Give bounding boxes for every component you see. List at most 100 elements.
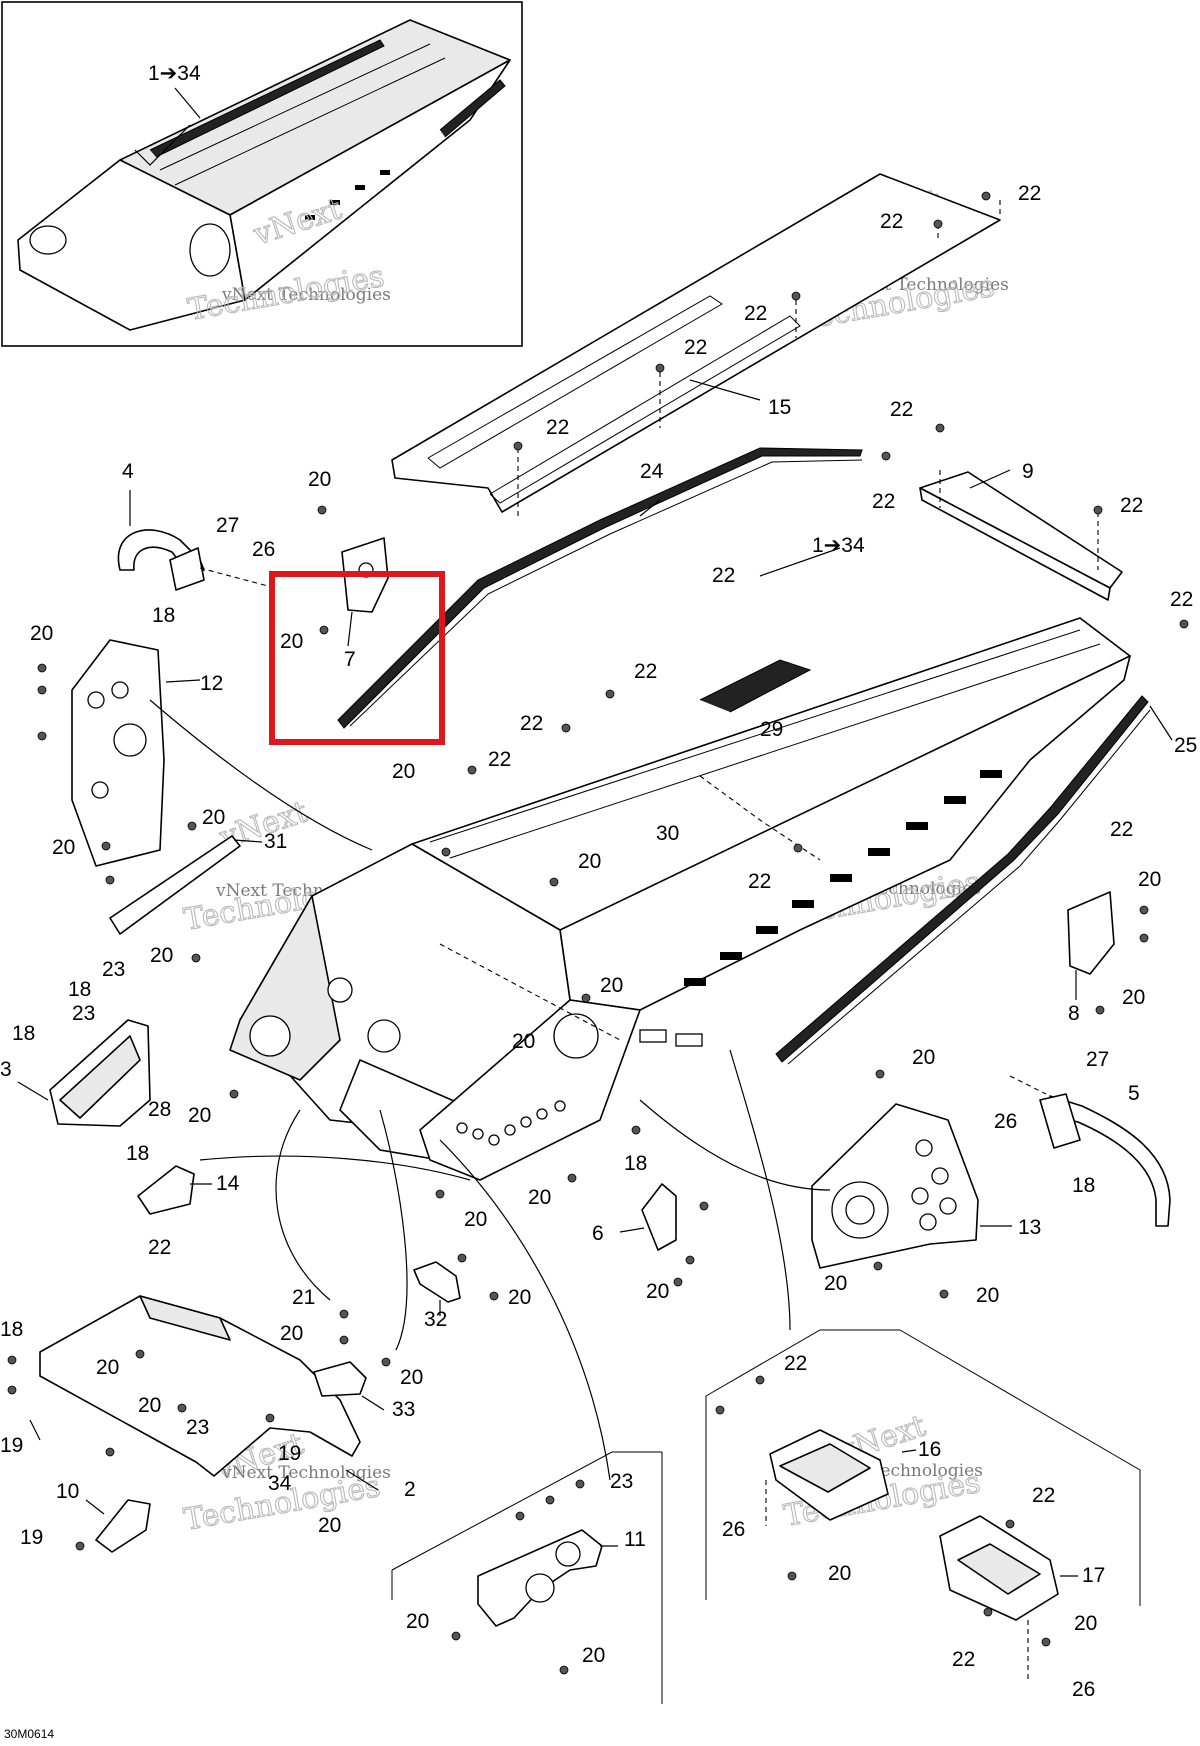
callout-c-22-g: 22 [872, 490, 895, 513]
callout-c-20-f: 20 [52, 836, 75, 859]
part-8-bracket [1067, 891, 1115, 1000]
callout-c-22-r: 22 [1032, 1484, 1055, 1507]
callout-c-20-d: 20 [392, 760, 415, 783]
part-2-lower-bumper [29, 1295, 379, 1491]
assembly-leader-lines [149, 699, 831, 1481]
callout-c-20-g: 20 [578, 850, 601, 873]
part-7-bracket [341, 537, 389, 647]
callout-c-22-c: 22 [744, 302, 767, 325]
callout-c-26-b: 26 [994, 1110, 1017, 1133]
callout-c-20-e: 20 [202, 806, 225, 829]
callout-c-22-i: 22 [712, 564, 735, 587]
callout-c-18-f: 18 [1072, 1174, 1095, 1197]
part-4-handle [117, 490, 269, 591]
callout-c-20-i: 20 [150, 944, 173, 967]
callout-c-20-y: 20 [318, 1514, 341, 1537]
callout-c-27-a: 27 [216, 514, 239, 537]
callout-c-20-v: 20 [96, 1356, 119, 1379]
callout-c-20-w: 20 [400, 1366, 423, 1389]
part-25-rail [775, 695, 1173, 1065]
part-15-cover-plate [391, 173, 1001, 516]
callout-c-22-m: 22 [488, 748, 511, 771]
callout-c-22-b: 22 [880, 210, 903, 233]
callout-c-23-a: 23 [102, 958, 125, 981]
callout-c-19-a: 19 [0, 1434, 23, 1457]
callout-c-15: 15 [768, 396, 791, 419]
callout-c-10: 10 [56, 1480, 79, 1503]
callout-c-20-k: 20 [1122, 986, 1145, 1009]
callout-c-26-c: 26 [722, 1518, 745, 1541]
callout-c-8: 8 [1068, 1002, 1080, 1025]
callout-c-20-z: 20 [828, 1562, 851, 1585]
callout-c-20-l: 20 [512, 1030, 535, 1053]
part-9-plate [919, 469, 1123, 601]
callout-c-3: 3 [0, 1058, 12, 1081]
callout-c-19-c: 19 [20, 1526, 43, 1549]
callout-c-1-34-top: 1➔34 [148, 62, 201, 85]
callout-c-18-e: 18 [624, 1152, 647, 1175]
callout-c-20-m: 20 [912, 1046, 935, 1069]
callout-c-31: 31 [264, 830, 287, 853]
callout-c-26-a: 26 [252, 538, 275, 561]
callout-c-20-x: 20 [138, 1394, 161, 1417]
callout-c-22-p: 22 [148, 1236, 171, 1259]
part-24-rail [337, 447, 863, 729]
callout-c-12: 12 [200, 672, 223, 695]
figure-reference: 30M0614 [4, 1727, 54, 1741]
callout-c-2: 2 [404, 1478, 416, 1501]
callout-c-28: 28 [148, 1098, 171, 1121]
callout-c-18-b: 18 [68, 978, 91, 1001]
callout-c-18-d: 18 [126, 1142, 149, 1165]
callout-c-22-q: 22 [784, 1352, 807, 1375]
part-31-bracket [109, 835, 263, 935]
callout-c-16: 16 [918, 1438, 941, 1461]
callout-c-26-d: 26 [1072, 1678, 1095, 1701]
callout-c-13: 13 [1018, 1216, 1041, 1239]
callout-c-20-b: 20 [280, 630, 303, 653]
callout-c-11: 11 [624, 1528, 646, 1551]
callout-c-25: 25 [1174, 734, 1197, 757]
part-5-handle [1009, 1075, 1171, 1227]
callout-c-20-t: 20 [508, 1286, 531, 1309]
callout-c-4: 4 [122, 460, 134, 483]
callout-c-20-ab: 20 [1074, 1612, 1097, 1635]
callout-c-23-d: 23 [610, 1470, 633, 1493]
callout-c-22-k: 22 [634, 660, 657, 683]
callout-c-23-b: 23 [72, 1002, 95, 1025]
callout-c-22-e: 22 [546, 416, 569, 439]
callout-c-20-a: 20 [308, 468, 331, 491]
main-tunnel [229, 547, 1131, 1181]
callout-c-14: 14 [216, 1172, 240, 1195]
callout-c-22-f: 22 [890, 398, 913, 421]
callout-c-22-o: 22 [748, 870, 771, 893]
part-6-bracket [619, 1183, 677, 1251]
callout-c-1-34-mid: 1➔34 [812, 534, 865, 557]
watermark-vnext-technologies: vNext Technologies [221, 285, 391, 305]
part-14-bracket [137, 1165, 212, 1215]
callout-c-27-b: 27 [1086, 1048, 1109, 1071]
part-12-side-plate [71, 639, 201, 867]
callout-c-20-aa: 20 [406, 1610, 429, 1633]
part-32-bracket [413, 1261, 461, 1316]
callout-c-20-j: 20 [600, 974, 623, 997]
callout-c-24: 24 [640, 460, 664, 483]
callout-c-22-s: 22 [952, 1648, 975, 1671]
callout-c-22-a: 22 [1018, 182, 1041, 205]
callout-c-20-o: 20 [528, 1186, 551, 1209]
part-10-bracket [85, 1499, 151, 1553]
callout-c-7: 7 [344, 648, 356, 671]
callout-c-29: 29 [760, 718, 783, 741]
highlight-box [269, 571, 445, 745]
callout-c-19-b: 19 [278, 1442, 301, 1465]
callout-c-20-c: 20 [30, 622, 53, 645]
part-11-inset [391, 1451, 663, 1704]
callout-c-5: 5 [1128, 1082, 1140, 1105]
callout-c-20-u: 20 [280, 1322, 303, 1345]
callout-c-20-p: 20 [464, 1208, 487, 1231]
callout-c-34: 34 [268, 1472, 292, 1495]
callout-c-33: 33 [392, 1398, 415, 1421]
callout-c-32: 32 [424, 1308, 447, 1331]
watermark-vnext-technologies: vNext Technologies [221, 1463, 391, 1483]
